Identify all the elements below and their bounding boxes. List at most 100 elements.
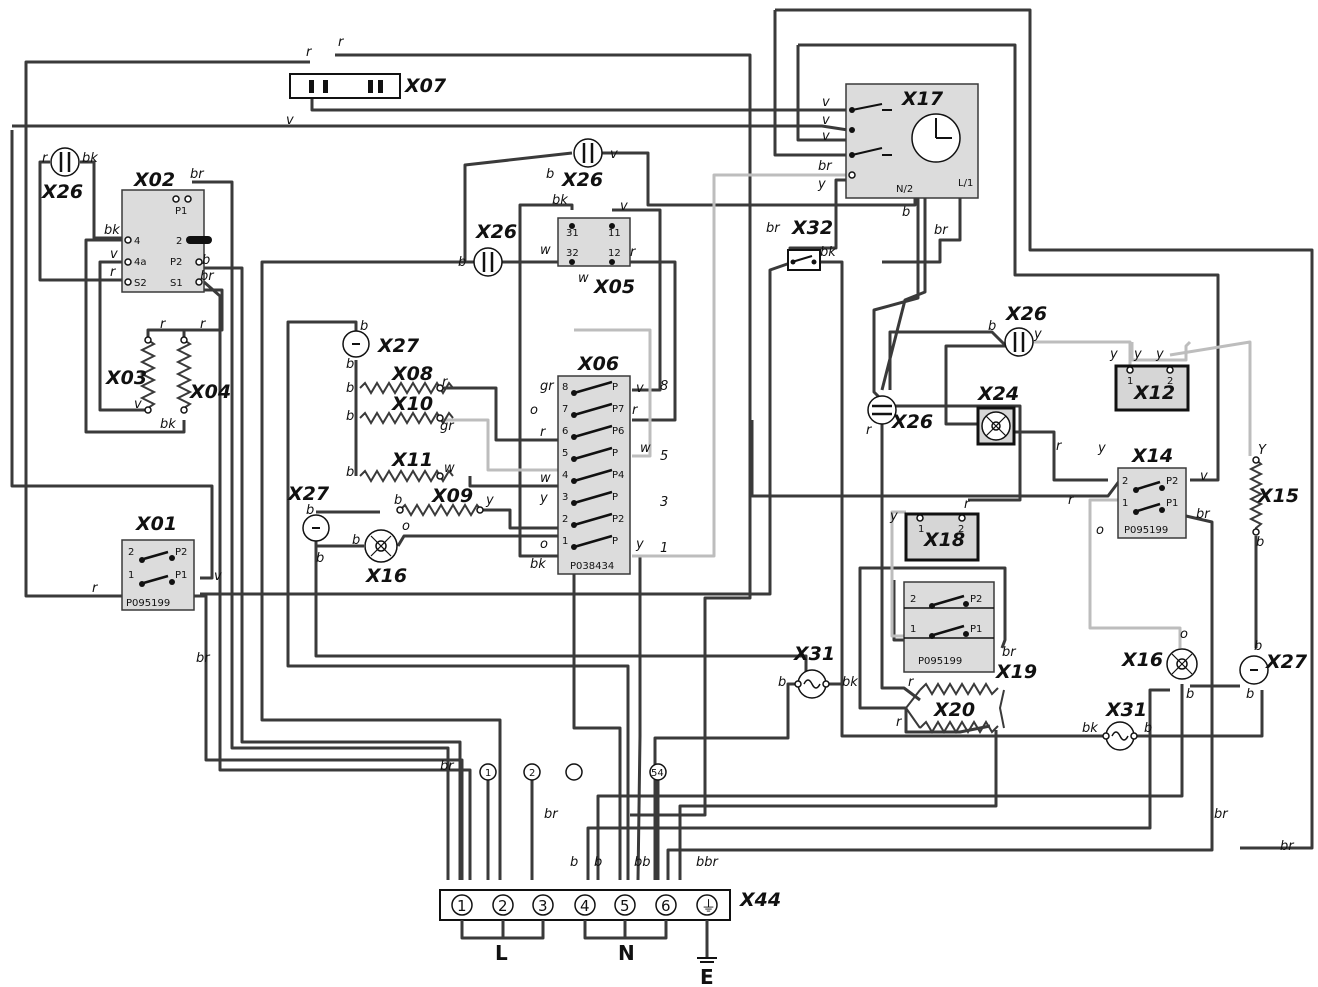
x07-connector: X07 [289, 73, 447, 99]
x44-terminal-block: X44 1 2 3 4 5 6 ⏚ L N E [439, 889, 781, 987]
svg-text:7: 7 [562, 404, 568, 415]
x10-label: X10 [391, 393, 433, 415]
wire-light-x26d [1032, 340, 1132, 365]
circled-markers: 1 2 54 [479, 763, 667, 781]
x04-resistor: X04 [175, 336, 231, 414]
wire-x26b-left [463, 151, 573, 262]
svg-text:b: b [1144, 721, 1152, 736]
wire-light-x12b [1130, 340, 1192, 362]
svg-text:1: 1 [485, 768, 491, 779]
x08-heater: X08 [359, 363, 454, 395]
svg-text:bk: bk [820, 245, 836, 260]
svg-text:r: r [160, 317, 167, 332]
svg-text:5: 5 [660, 449, 668, 464]
svg-text:b: b [316, 551, 324, 566]
svg-text:br: br [200, 269, 215, 284]
wire-x06-bottom [572, 556, 622, 880]
svg-text:3: 3 [538, 897, 548, 915]
svg-text:32: 32 [566, 248, 579, 259]
svg-text:2: 2 [910, 594, 916, 605]
svg-text:y: y [889, 509, 898, 524]
x15-resistor: X15 [1248, 456, 1299, 536]
x24-fan: X24 [976, 383, 1019, 446]
svg-text:bk: bk [1082, 721, 1098, 736]
svg-text:y: y [1033, 327, 1042, 342]
svg-text:bk: bk [530, 557, 546, 572]
svg-text:1: 1 [910, 624, 916, 635]
x07-pin-3 [368, 80, 373, 93]
svg-text:o: o [1096, 523, 1104, 538]
svg-text:r: r [442, 375, 449, 390]
wire-x26b-right [602, 151, 917, 207]
svg-text:r: r [632, 403, 639, 418]
svg-text:P7: P7 [612, 404, 624, 415]
x05-label: X05 [593, 276, 635, 298]
wire-x24-right [1014, 430, 1108, 482]
x01-label: X01 [135, 513, 177, 535]
wire-x31b-right [1132, 690, 1264, 738]
svg-text:4: 4 [580, 897, 590, 915]
x27b-label: X27 [287, 483, 330, 505]
x03-resistor: X03 [105, 336, 157, 414]
wire-x16-right [396, 534, 574, 547]
svg-text:y: y [539, 491, 548, 506]
x26d-capacitor: X26 [1004, 303, 1047, 357]
svg-text:r: r [200, 317, 207, 332]
svg-text:2: 2 [1122, 476, 1128, 487]
wire-x17-top3 [798, 43, 1220, 482]
wire-x11-right [468, 476, 574, 488]
svg-text:6: 6 [661, 897, 671, 915]
x06-selector: X06 8 7 6 5 4 3 2 1 P P7 P6 P P4 P P2 P … [557, 353, 631, 575]
wire-top-v2 [12, 124, 849, 132]
svg-text:y: y [635, 537, 644, 552]
wire-x01-br [190, 594, 464, 880]
wire-light-x18 [890, 510, 908, 638]
x32-switch: X32 [787, 217, 833, 271]
svg-text:1: 1 [1127, 376, 1133, 387]
svg-text:8: 8 [562, 382, 568, 393]
x16b-fan: X16 [1121, 648, 1198, 680]
svg-text:1: 1 [660, 541, 668, 556]
svg-text:S2: S2 [134, 278, 147, 289]
x06-contacts [571, 380, 613, 550]
svg-text:br: br [934, 223, 949, 238]
svg-text:o: o [540, 537, 548, 552]
wire-layer [10, 8, 1314, 881]
svg-text:b: b [1186, 687, 1194, 702]
svg-text:gr: gr [540, 379, 555, 394]
svg-text:b: b [902, 205, 910, 220]
x27a-label: X27 [377, 335, 420, 357]
x15-label: X15 [1257, 485, 1299, 507]
x26d-label: X26 [1005, 303, 1047, 325]
wire-light-x12 [1169, 340, 1252, 456]
x20-heater: X20 [904, 682, 1005, 734]
svg-text:w: w [444, 461, 455, 476]
wire-x16b-down [596, 684, 1184, 880]
svg-text:o: o [1180, 627, 1188, 642]
x26b-label: X26 [561, 169, 603, 191]
svg-text:v: v [822, 129, 830, 144]
svg-text:y: y [817, 177, 826, 192]
wire-x27b-down [314, 540, 808, 675]
x12-body [1114, 364, 1190, 412]
svg-text:v: v [286, 113, 294, 128]
wire-x26d-b [888, 330, 1008, 390]
svg-text:b: b [346, 465, 354, 480]
x32-label: X32 [791, 217, 833, 239]
svg-text:P095199: P095199 [126, 598, 170, 609]
x14-body [1117, 467, 1187, 539]
x14-relay: X14 2 P2 1 P1 P095199 [1117, 445, 1187, 539]
svg-text:y: y [485, 493, 494, 508]
svg-text:br: br [1280, 839, 1295, 854]
x27b-thermostat: X27 [287, 483, 330, 542]
svg-text:P1: P1 [970, 624, 982, 635]
svg-text:y: y [1155, 347, 1164, 362]
svg-text:b: b [394, 493, 402, 508]
svg-text:2: 2 [498, 897, 508, 915]
x26e-label: X26 [891, 411, 933, 433]
e-label: E [700, 965, 714, 987]
x08-label: X08 [391, 363, 433, 385]
svg-text:y: y [1133, 347, 1142, 362]
svg-text:Y: Y [1258, 443, 1267, 458]
